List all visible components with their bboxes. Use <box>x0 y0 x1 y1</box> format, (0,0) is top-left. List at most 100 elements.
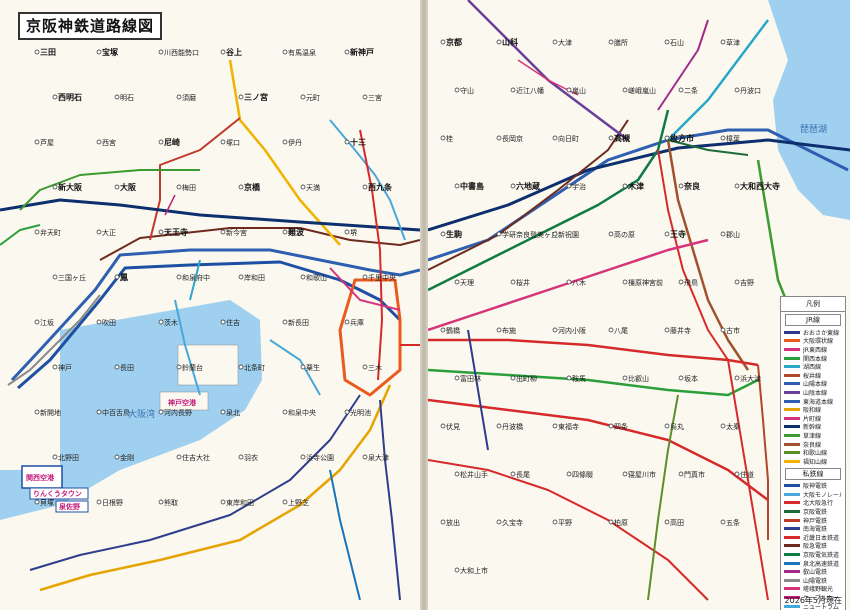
station-marker <box>510 375 516 381</box>
station-label: 泉北 <box>226 408 240 417</box>
biwa-lake-label: 琵琶湖 <box>800 124 827 135</box>
station-label: 生駒 <box>446 229 462 239</box>
station-marker <box>720 327 726 333</box>
station-label: 和歌山 <box>306 273 327 282</box>
station-marker <box>552 519 558 525</box>
station-label: 光明池 <box>350 408 371 417</box>
kosei-line <box>667 19 769 141</box>
station-label: 飛鳥 <box>684 278 698 287</box>
station-label: 吹田 <box>102 318 116 327</box>
legend-swatch <box>784 442 800 446</box>
station-label: 川西能勢口 <box>164 48 199 57</box>
station-marker <box>622 183 628 189</box>
legend-label: 福知山線 <box>803 458 828 466</box>
station-label: 柏原 <box>614 518 628 527</box>
station-marker <box>720 519 726 525</box>
station-label: 兵庫 <box>350 318 364 327</box>
station-marker <box>114 184 120 190</box>
shinkansen-line <box>428 138 850 232</box>
hokuso-line <box>19 169 200 211</box>
station-label: 江坂 <box>40 318 54 327</box>
legend-swatch <box>784 382 800 386</box>
station-label: 近江八幡 <box>516 86 544 95</box>
station-marker <box>566 87 572 93</box>
hanshin-line <box>17 260 402 390</box>
station-marker <box>114 94 120 100</box>
station-marker <box>552 135 558 141</box>
legend-swatch <box>784 510 800 514</box>
station-marker <box>440 327 446 333</box>
legend-swatch <box>784 561 800 565</box>
station-label: 神戸 <box>58 363 72 372</box>
legend-item: 東海道本線 <box>781 397 845 406</box>
station-marker <box>300 184 306 190</box>
legend-item: 草津線 <box>781 431 845 440</box>
station-marker <box>300 94 306 100</box>
station-marker <box>552 39 558 45</box>
station-marker <box>362 364 368 370</box>
station-marker <box>734 87 740 93</box>
hankyu-line <box>99 227 420 261</box>
station-label: 向日町 <box>558 134 579 143</box>
station-label: 天満 <box>306 184 320 192</box>
station-label: 住吉大社 <box>182 453 210 462</box>
legend-item: ニュートラム <box>781 602 845 610</box>
station-label: 大津 <box>558 38 572 47</box>
station-marker <box>510 183 516 189</box>
station-marker <box>282 139 288 145</box>
new-tram-line <box>269 339 321 396</box>
station-label: 芦屋 <box>40 138 54 147</box>
map-title: 京阪神鉄道路線図 <box>18 12 163 40</box>
station-marker <box>720 135 726 141</box>
legend-label: 北大阪急行 <box>803 500 834 508</box>
station-label: 膳所 <box>614 38 628 47</box>
station-label: 烏丸 <box>670 422 684 431</box>
station-label: 尼崎 <box>164 137 180 147</box>
station-marker <box>566 375 572 381</box>
legend-swatch <box>784 451 800 455</box>
station-label: 高田 <box>670 518 684 527</box>
station-marker <box>282 499 288 505</box>
station-label: 四條畷 <box>572 470 593 479</box>
right-route-map: 琵琶湖京都山科大津膳所石山草津守山近江八幡嵐山嵯峨嵐山二条丹波口桂長岡京向日町高… <box>428 0 850 601</box>
station-label: 中書島 <box>460 181 484 191</box>
legend-label: 奈良線 <box>803 441 822 449</box>
station-marker <box>238 454 244 460</box>
legend-label: 近畿日本鉄道 <box>803 534 840 542</box>
station-marker <box>552 423 558 429</box>
station-label: 放出 <box>446 518 460 527</box>
station-label: 浜寺公園 <box>306 453 334 462</box>
station-label: 伊丹 <box>288 138 302 147</box>
legend-item: 奈良線 <box>781 440 845 449</box>
station-label: 日根野 <box>102 498 123 507</box>
rinku-town-plaque <box>29 487 89 500</box>
station-marker <box>566 183 572 189</box>
jr-tozai-line <box>329 267 401 311</box>
legend-label: 新幹線 <box>803 424 822 432</box>
legend-label: 山陽電鉄 <box>803 577 828 585</box>
kansai-airport-label: 関西空港 <box>26 473 55 482</box>
station-marker <box>238 364 244 370</box>
station-marker <box>176 184 182 190</box>
station-marker <box>220 49 226 55</box>
kintetsu-kyoto-line <box>657 149 729 361</box>
station-label: 西宮 <box>102 138 116 147</box>
station-label: 谷上 <box>225 47 242 57</box>
tokaido-line <box>10 248 420 382</box>
station-marker <box>176 454 182 460</box>
station-marker <box>440 231 446 237</box>
station-marker <box>176 364 182 370</box>
legend-swatch <box>784 604 800 608</box>
legend-item: 山陽電鉄 <box>781 576 845 585</box>
station-marker <box>34 409 40 415</box>
station-marker <box>362 184 368 190</box>
station-marker <box>282 49 288 55</box>
legend-label: 湖西線 <box>803 364 822 372</box>
station-label: 宇治 <box>572 182 586 191</box>
station-label: 丹波口 <box>740 86 761 95</box>
station-marker <box>344 229 350 235</box>
station-marker <box>158 319 164 325</box>
station-marker <box>282 409 288 415</box>
station-marker <box>344 139 350 145</box>
legend-swatch <box>784 425 800 429</box>
